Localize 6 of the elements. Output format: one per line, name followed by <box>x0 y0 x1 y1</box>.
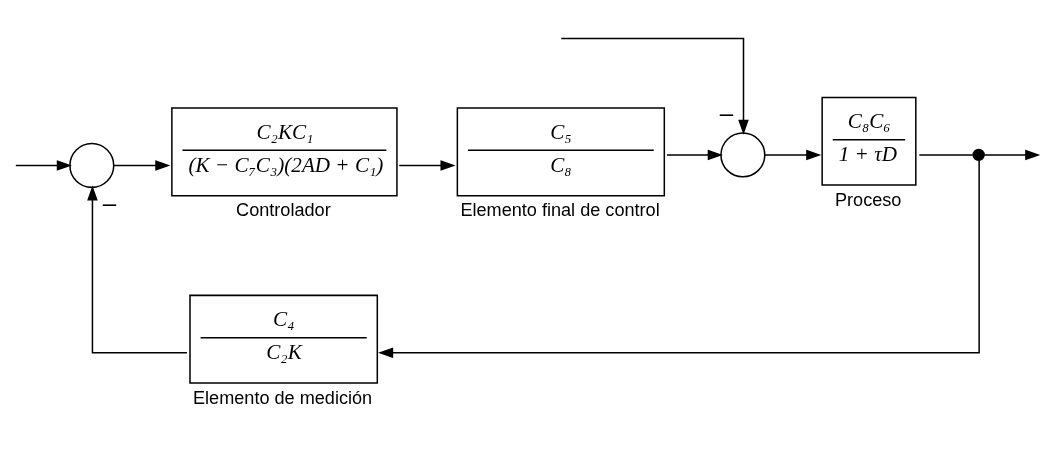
node-label: Proceso <box>835 189 902 210</box>
edge-label: – <box>719 99 734 127</box>
node-label: Elemento de medición <box>193 387 373 408</box>
node-label: Controlador <box>236 200 331 221</box>
edge-label: – <box>102 188 117 216</box>
node-label: Elemento final de control <box>460 200 660 221</box>
